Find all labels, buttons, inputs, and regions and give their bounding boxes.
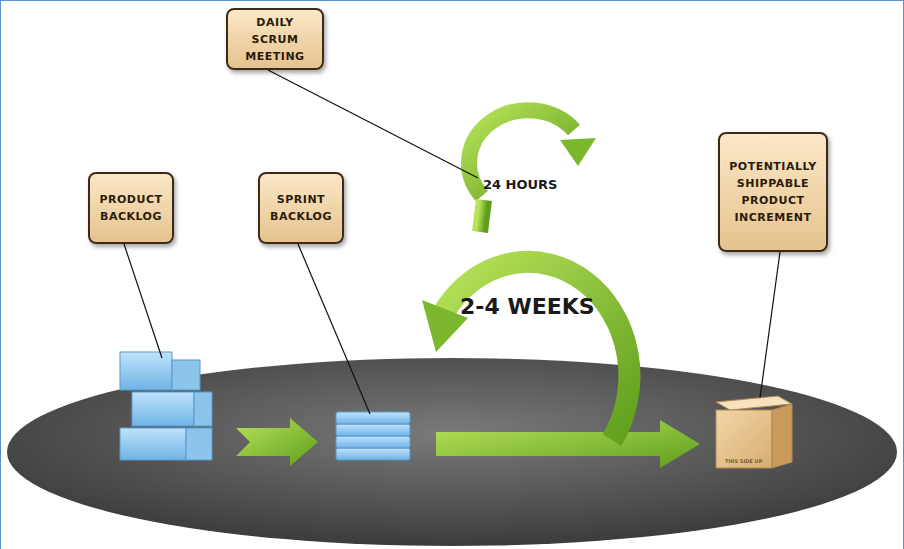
callout-text: PRODUCT BACKLOG xyxy=(90,191,172,225)
daily-loop-arrow xyxy=(469,110,596,232)
product-backlog-blocks xyxy=(120,352,212,460)
callout-text: POTENTIALLY SHIPPABLE PRODUCT INCREMENT xyxy=(720,158,826,226)
callout-box: POTENTIALLY SHIPPABLE PRODUCT INCREMENT xyxy=(718,132,828,252)
callout-box: PRODUCT BACKLOG xyxy=(88,172,174,244)
leader-lines xyxy=(124,70,780,414)
shipping-box xyxy=(716,396,792,468)
flow-arrow xyxy=(236,418,318,466)
callout-box: SPRINT BACKLOG xyxy=(258,172,344,244)
sprint-backlog-stack xyxy=(336,412,410,460)
box-marking: THIS SIDE UP xyxy=(725,458,762,464)
cycle-label: 2-4 WEEKS xyxy=(460,294,595,319)
cycle-label: 24 HOURS xyxy=(483,177,557,192)
sprint-loop-arrow xyxy=(422,262,700,468)
callout-text: DAILY SCRUM MEETING xyxy=(228,14,322,65)
callout-text: SPRINT BACKLOG xyxy=(260,191,342,225)
callout-box: DAILY SCRUM MEETING xyxy=(226,8,324,70)
